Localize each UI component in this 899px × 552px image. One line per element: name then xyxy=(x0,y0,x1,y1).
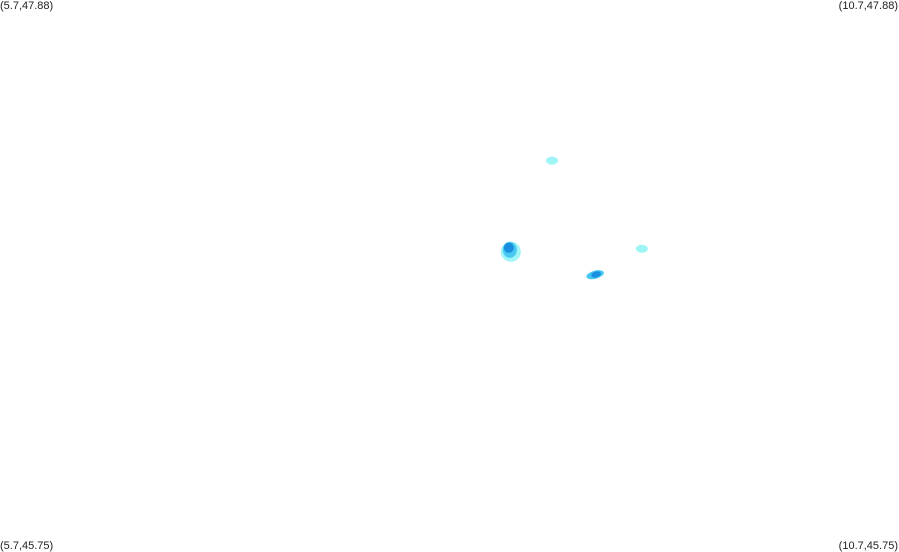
corner-label-top-left: (5.7,47.88) xyxy=(0,0,54,12)
heat-spot xyxy=(545,156,558,165)
heat-spot xyxy=(635,244,648,253)
heat-spot xyxy=(586,270,604,280)
heat-spot-core xyxy=(635,244,648,253)
heat-spot-core xyxy=(591,271,601,278)
heat-spot xyxy=(500,241,521,262)
heat-spot-core xyxy=(545,156,558,165)
heat-spot-core xyxy=(503,242,514,253)
corner-label-top-right: (10.7,47.88) xyxy=(838,0,898,12)
spots-group xyxy=(500,156,648,280)
corner-label-bottom-left: (5.7,45.75) xyxy=(0,540,54,552)
corner-label-bottom-right: (10.7,45.75) xyxy=(838,540,898,552)
